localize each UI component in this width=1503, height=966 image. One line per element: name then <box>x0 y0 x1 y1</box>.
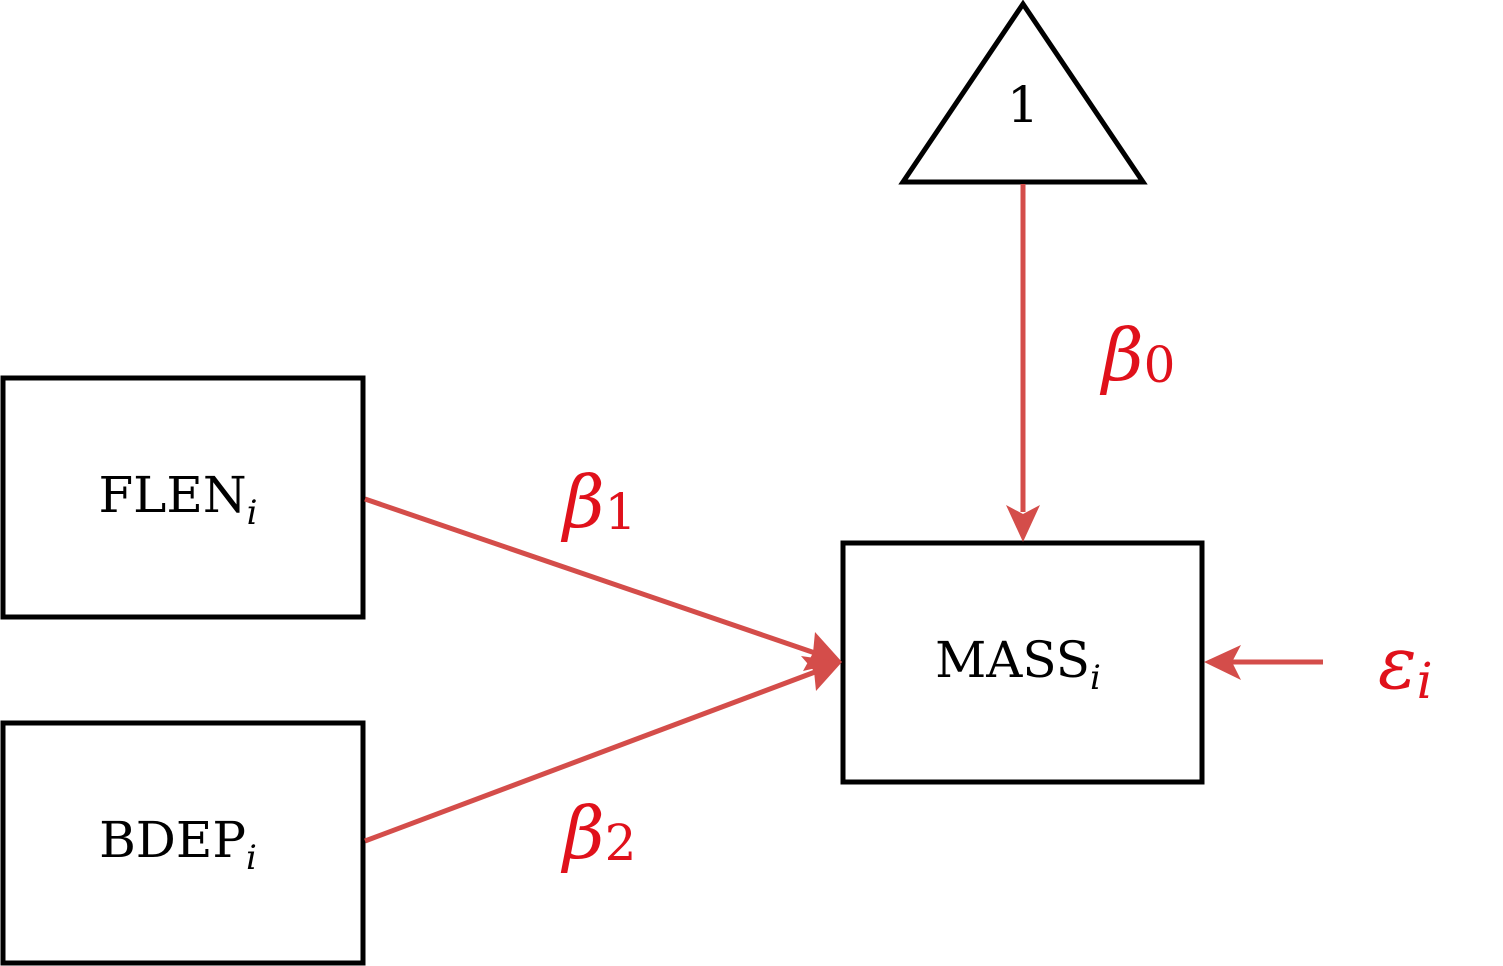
mass-box <box>840 540 1205 785</box>
epsilon-label: εi <box>1378 621 1433 710</box>
bdep-node: BDEPi <box>0 720 366 966</box>
beta0-label: β0 <box>1099 313 1175 397</box>
bdep-label: BDEP <box>99 811 246 869</box>
arrowhead-icon <box>801 656 842 691</box>
arrow-line <box>364 496 816 656</box>
mass-label: MASS <box>935 631 1090 689</box>
mass-node: MASSi <box>840 540 1205 785</box>
edge-error-to-mass <box>1204 645 1323 680</box>
bdep-box <box>0 720 366 966</box>
arrowhead-icon <box>1204 645 1241 680</box>
flen-subscript: i <box>247 493 258 533</box>
mass-subscript: i <box>1090 658 1101 698</box>
svg-text:MASSi: MASSi <box>935 631 1101 698</box>
beta1-label: β1 <box>560 460 636 544</box>
intercept-label: 1 <box>1007 76 1039 134</box>
svg-text:BDEPi: BDEPi <box>99 811 257 878</box>
flen-label: FLEN <box>98 466 246 524</box>
arrowhead-icon <box>1006 505 1040 542</box>
flen-node: FLENi <box>0 375 366 620</box>
intercept-node: 1 <box>898 0 1148 185</box>
edge-bdep-to-mass <box>364 656 842 844</box>
edge-intercept-to-mass <box>1006 184 1040 542</box>
flen-box <box>0 375 366 620</box>
intercept-triangle <box>898 0 1148 185</box>
svg-text:FLENi: FLENi <box>98 466 257 533</box>
bdep-subscript: i <box>246 838 257 878</box>
beta2-label: β2 <box>560 791 636 875</box>
arrow-line <box>364 669 816 844</box>
